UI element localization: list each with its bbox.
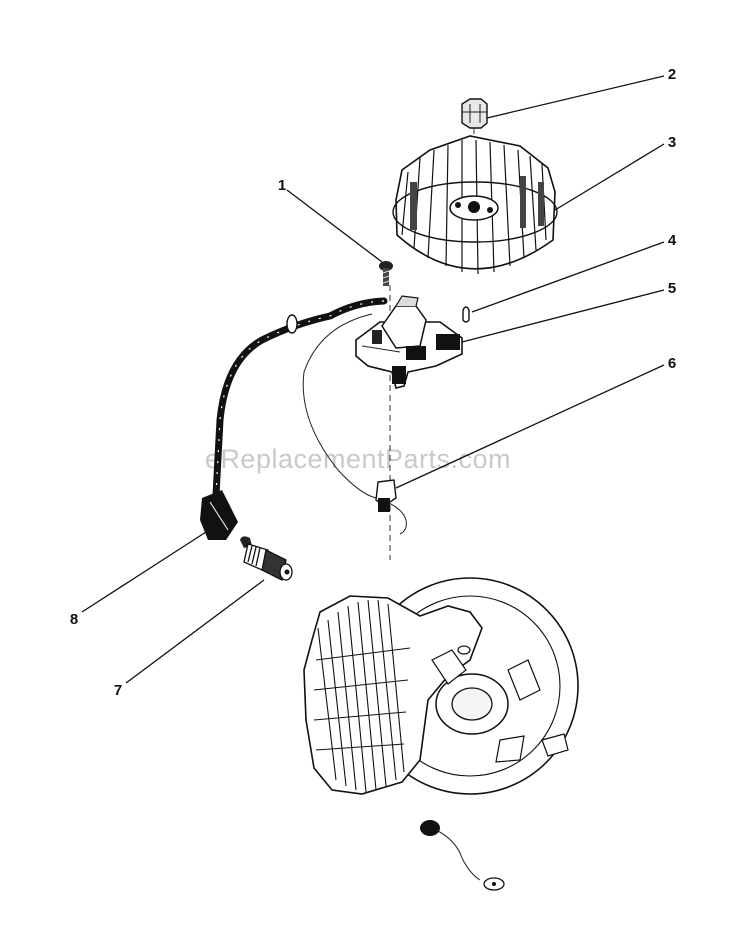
finned-flywheel-icon xyxy=(392,135,558,275)
screw-icon xyxy=(379,261,393,286)
callout-6: 6 xyxy=(668,355,676,372)
ignition-coil-icon xyxy=(355,295,463,389)
callout-3: 3 xyxy=(668,134,676,151)
leader-lines xyxy=(81,75,665,684)
watermark: eReplacementParts.com xyxy=(205,444,511,474)
callout-4: 4 xyxy=(668,232,677,249)
wire-clip-icon xyxy=(302,313,407,535)
callout-7: 7 xyxy=(114,682,122,699)
flywheel-key-icon xyxy=(462,306,470,323)
spark-plug-icon xyxy=(240,536,293,581)
callout-2: 2 xyxy=(668,66,676,83)
callout-1: 1 xyxy=(278,177,286,194)
callout-5: 5 xyxy=(668,280,676,297)
callout-numbers: 1 2 3 4 5 6 7 8 xyxy=(70,66,677,699)
plug-boot-icon xyxy=(200,297,388,540)
engine-block-icon xyxy=(303,577,579,891)
callout-8: 8 xyxy=(70,611,78,628)
